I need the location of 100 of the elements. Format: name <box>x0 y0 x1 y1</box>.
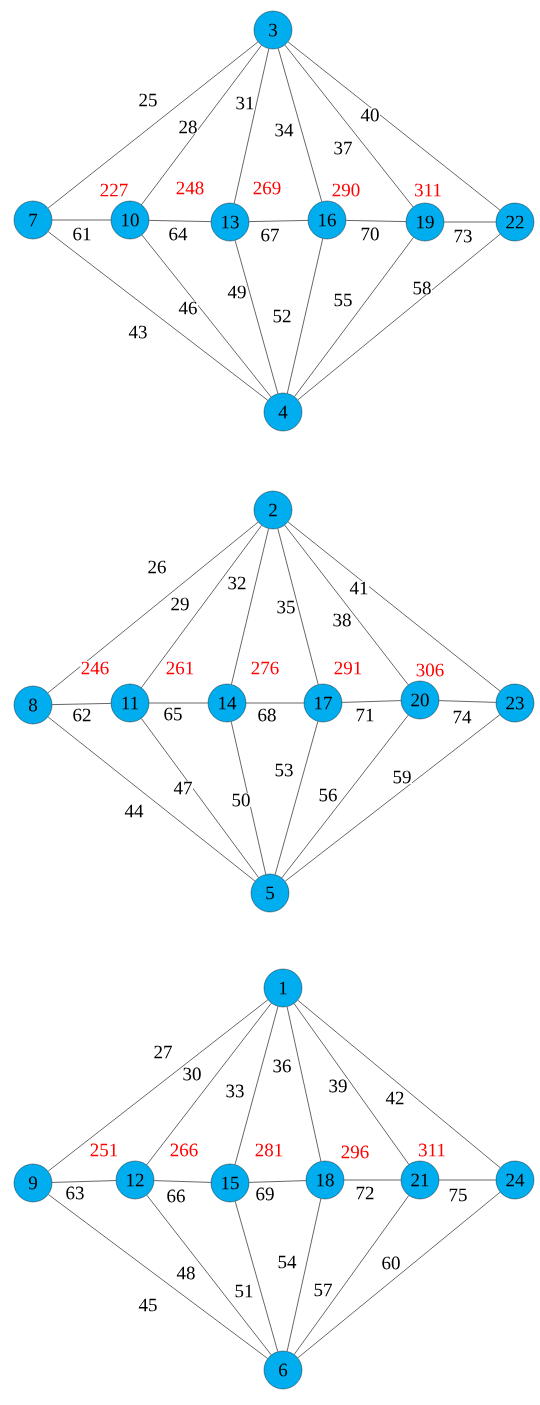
edge-line <box>153 1180 212 1183</box>
vertex-label: 246 <box>80 661 110 675</box>
edge-label: 55 <box>333 293 353 307</box>
edge-line <box>234 240 279 394</box>
edge-line <box>297 233 501 401</box>
vertex-label: 281 <box>254 1143 284 1157</box>
edge-label: 66 <box>166 1189 186 1203</box>
edge-label: 74 <box>452 710 472 724</box>
edge-label: 46 <box>178 301 198 315</box>
edge-line <box>284 714 501 882</box>
edge-line <box>141 718 259 878</box>
edge-line <box>345 220 407 222</box>
edge-line <box>293 1195 410 1355</box>
edge-label: 52 <box>272 309 292 323</box>
edge-label: 43 <box>128 325 148 339</box>
vertex-label: 296 <box>340 1145 370 1159</box>
vertex-label: 248 <box>175 181 205 195</box>
edge-line <box>438 700 497 703</box>
edge-label: 63 <box>65 1186 85 1200</box>
edge-line <box>48 1194 268 1359</box>
edge-label: 58 <box>412 281 432 295</box>
edge-label: 53 <box>274 763 294 777</box>
edge-line <box>148 220 212 222</box>
edge-line <box>248 220 309 222</box>
vertex-label: 227 <box>99 183 129 197</box>
edge-label: 75 <box>448 1188 468 1202</box>
edge-line <box>141 234 272 398</box>
edge-label: 34 <box>274 123 294 137</box>
edge-line <box>284 524 409 686</box>
edge-line <box>343 1179 402 1181</box>
vertex-label: 276 <box>250 661 280 675</box>
edge-line <box>438 1179 497 1181</box>
vertex-label: 291 <box>333 661 363 675</box>
edge-line <box>341 700 402 703</box>
edge-line <box>51 1180 117 1183</box>
edge-label: 28 <box>178 120 198 134</box>
edge-label: 48 <box>176 1266 196 1280</box>
edge-label: 39 <box>328 1079 348 1093</box>
edge-line <box>234 1006 279 1165</box>
edge-label: 68 <box>257 708 277 722</box>
edge-label: 71 <box>355 708 375 722</box>
edge-label: 38 <box>332 613 352 627</box>
edge-line <box>245 702 305 704</box>
edge-label: 41 <box>349 581 369 595</box>
edge-label: 73 <box>453 229 473 243</box>
edge-label: 59 <box>392 770 412 784</box>
edge-line <box>287 238 323 394</box>
vertex-label: 266 <box>169 1143 199 1157</box>
edge-label: 42 <box>385 1091 405 1105</box>
edge-line <box>233 48 270 204</box>
edge-line <box>294 237 414 397</box>
vertex-label: 311 <box>413 183 443 197</box>
edge-line <box>141 525 262 688</box>
edge-label: 31 <box>235 96 255 110</box>
edge-label: 65 <box>163 707 183 721</box>
edge-line <box>286 1198 322 1352</box>
edge-line <box>286 1006 322 1162</box>
edge-label: 44 <box>124 804 144 818</box>
edge-line <box>234 1201 279 1352</box>
edge-label: 45 <box>138 1298 158 1312</box>
edge-label: 26 <box>147 560 167 574</box>
edge-label: 56 <box>318 788 338 802</box>
edge-line <box>287 41 501 211</box>
edge-label: 57 <box>313 1283 333 1297</box>
vertex-label: 311 <box>417 1143 447 1157</box>
edge-label: 50 <box>231 793 251 807</box>
edge-line <box>51 219 112 221</box>
edge-line <box>47 999 269 1172</box>
edge-label: 70 <box>360 227 380 241</box>
edge-line <box>51 703 112 705</box>
edge-label: 25 <box>138 93 158 107</box>
edge-line <box>146 1194 272 1356</box>
edge-line <box>148 702 209 704</box>
edge-line <box>277 48 323 202</box>
vertex-label: 251 <box>89 1143 119 1157</box>
vertex-label: 269 <box>252 181 282 195</box>
edge-line <box>230 721 267 875</box>
edge-line <box>47 716 256 882</box>
edge-label: 29 <box>170 597 190 611</box>
edge-line <box>277 528 319 685</box>
edge-line <box>281 714 409 879</box>
edge-label: 30 <box>182 1067 202 1081</box>
edge-label: 47 <box>173 781 193 795</box>
edge-label: 72 <box>355 1186 375 1200</box>
edge-label: 61 <box>72 227 92 241</box>
edge-label: 64 <box>168 227 188 241</box>
edge-line <box>146 1002 272 1166</box>
edge-line <box>284 44 414 208</box>
edge-line <box>47 231 269 401</box>
edge-label: 67 <box>260 228 280 242</box>
edge-line <box>293 1003 410 1165</box>
edge-line <box>443 221 497 223</box>
edge-label: 35 <box>276 600 296 614</box>
edge-label: 62 <box>72 708 92 722</box>
vertex-label: 290 <box>331 183 361 197</box>
edge-line <box>274 721 319 875</box>
edge-line <box>141 45 262 205</box>
edge-line <box>297 999 501 1169</box>
edge-line <box>47 521 259 694</box>
edge-line <box>248 1180 307 1183</box>
